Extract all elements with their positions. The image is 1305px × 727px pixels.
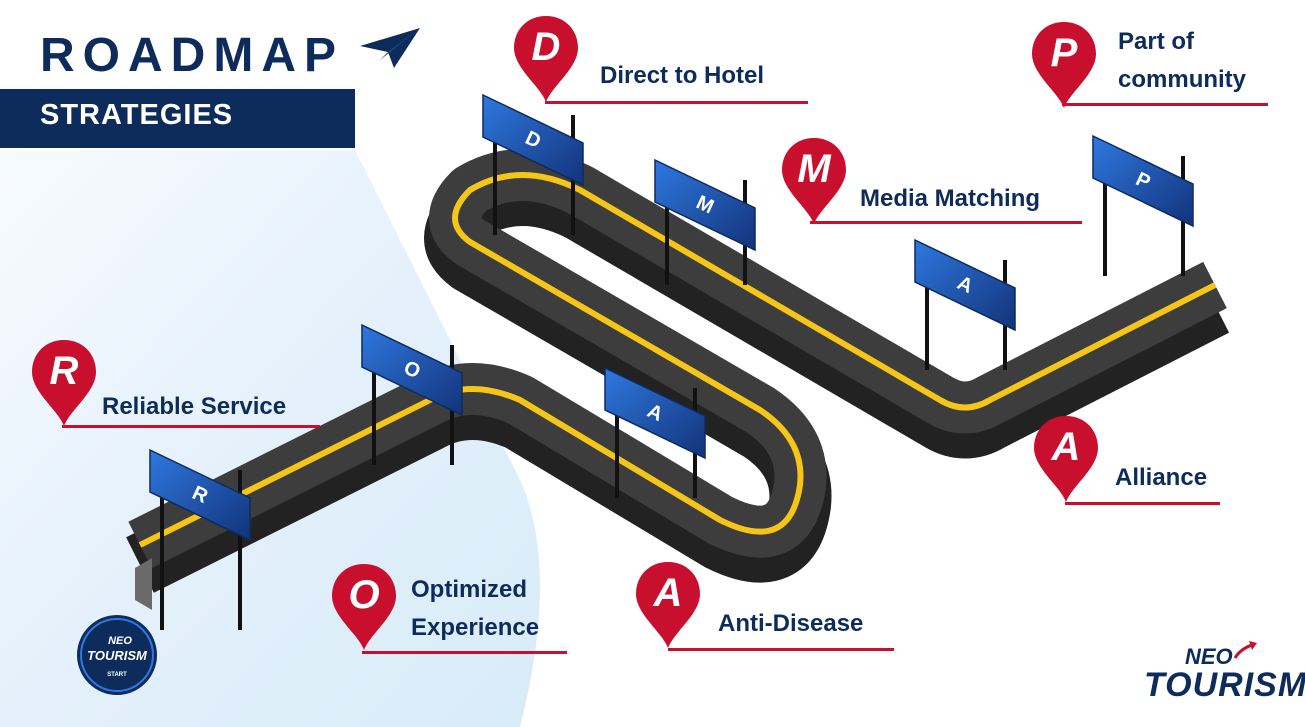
pin-letter-r: R	[50, 349, 79, 393]
milestone-label-optimized-line1: Optimized	[411, 576, 528, 603]
sign-board	[604, 366, 706, 460]
pin-letter-d: D	[532, 25, 561, 69]
milestone-underline	[545, 101, 808, 104]
pin-icon-m: M	[782, 138, 846, 224]
milestone-underline	[810, 221, 1082, 224]
pin-letter-m: M	[797, 147, 832, 191]
sign-post	[160, 470, 164, 630]
sign-post	[925, 260, 929, 370]
page-title: ROADMAP	[40, 29, 344, 82]
road-sign-d-3: D	[482, 93, 584, 235]
sign-board	[361, 323, 463, 417]
pin-icon-p: P	[1032, 22, 1096, 108]
pin-icon-r: R	[32, 340, 96, 426]
logo-small-tourism: TOURISM	[87, 648, 148, 663]
sign-post	[665, 180, 669, 285]
milestone-underline	[668, 648, 894, 651]
road-center-stripe	[138, 172, 1217, 548]
road-sign-a-2: A	[604, 366, 706, 498]
milestone-label-direct-to-hotel: Direct to Hotel	[600, 62, 765, 89]
milestone-label-anti-disease: Anti-Disease	[718, 610, 864, 637]
milestone-label-part-of-line2: community	[1118, 66, 1247, 93]
pin-icon-a-alliance: A	[1034, 416, 1098, 502]
milestone-underline	[362, 651, 567, 654]
logo-neo-text: NEO	[1185, 644, 1233, 669]
pin-icon-d: D	[514, 16, 578, 102]
sign-post	[372, 345, 376, 465]
milestone-underline	[1062, 103, 1268, 106]
sign-post	[238, 470, 242, 630]
milestone-label-part-of-line1: Part of	[1118, 28, 1195, 55]
sign-board	[1092, 134, 1194, 228]
milestone-label-optimized-line2: Experience	[411, 614, 540, 641]
logo-arrow-icon	[1233, 641, 1257, 659]
sign-post	[493, 115, 497, 235]
milestone-label-media-matching: Media Matching	[860, 185, 1041, 212]
paper-plane-icon	[360, 28, 420, 68]
pin-letter-a: A	[1051, 425, 1081, 469]
logo-tourism-text: TOURISM	[1144, 666, 1305, 704]
sign-board	[482, 93, 584, 187]
milestone-underline	[1065, 502, 1220, 505]
logo-small-neo: NEO	[108, 635, 132, 647]
road-sign-r-0: R	[149, 448, 251, 630]
sign-post	[1103, 156, 1107, 276]
subtitle-bar	[0, 89, 355, 148]
road-sign-o-1: O	[361, 323, 463, 465]
road-sign-a-5: A	[914, 238, 1016, 370]
pin-letter-p: P	[1051, 31, 1078, 75]
pin-icon-a-anti-disease: A	[636, 562, 700, 648]
sign-board	[654, 158, 756, 252]
road-sign-p-6: P	[1092, 134, 1194, 276]
road-sign-m-4: M	[654, 158, 756, 285]
road-start-block	[135, 558, 152, 610]
milestone-label-alliance: Alliance	[1115, 464, 1208, 491]
pin-letter-a: A	[653, 571, 683, 615]
sign-board	[914, 238, 1016, 332]
milestone-underline	[62, 425, 320, 428]
pin-letter-o: O	[348, 573, 379, 617]
sign-post	[615, 388, 619, 498]
page-subtitle: STRATEGIES	[40, 99, 234, 131]
neo-tourism-start-logo: NEO TOURISM START	[77, 615, 157, 695]
pin-icon-o: O	[332, 564, 396, 650]
milestone-label-reliable-service: Reliable Service	[102, 393, 287, 420]
sign-board	[149, 448, 251, 542]
logo-small-tag: START	[107, 672, 127, 678]
